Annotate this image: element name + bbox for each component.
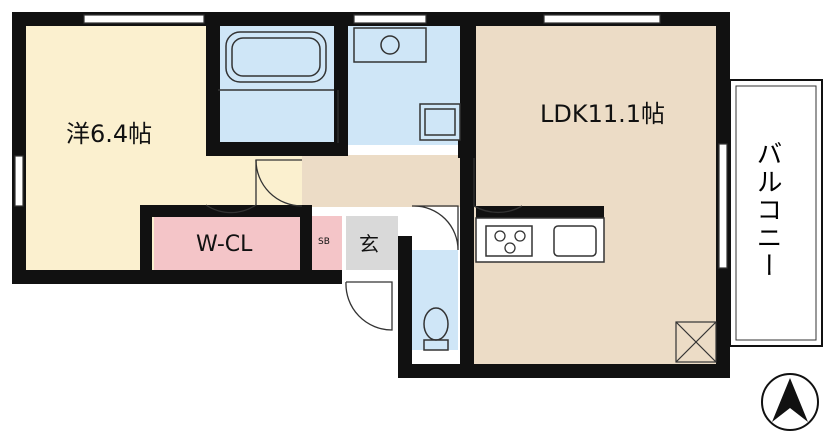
kitchen-counter — [475, 206, 605, 263]
western-room-label: 洋6.4帖 — [66, 120, 153, 148]
toilet-bowl — [423, 307, 449, 351]
windows — [14, 14, 728, 269]
balcony-label: バルコニー — [752, 140, 782, 280]
entrance-label: 玄 — [359, 232, 379, 256]
walk-in-closet-label: W-CL — [196, 232, 253, 257]
compass — [761, 373, 819, 431]
washing-machine — [419, 103, 461, 141]
balcony — [729, 79, 823, 347]
doors — [205, 90, 523, 331]
ldk-label: LDK11.1帖 — [540, 100, 666, 128]
washroom-floor — [348, 25, 460, 145]
ldk-floor — [474, 25, 718, 365]
western-room-floor-ext — [206, 155, 302, 207]
ventilation — [675, 321, 717, 363]
entrance-floor — [346, 216, 398, 270]
bathtub — [218, 31, 334, 91]
toilet-floor — [410, 250, 458, 350]
bath-floor — [218, 25, 336, 143]
hall-floor — [302, 155, 462, 207]
walk-in-closet-floor — [154, 216, 300, 270]
shoe-box-floor — [312, 216, 342, 270]
shoe-box-label: SB — [318, 237, 330, 247]
wash-basin — [353, 27, 427, 63]
